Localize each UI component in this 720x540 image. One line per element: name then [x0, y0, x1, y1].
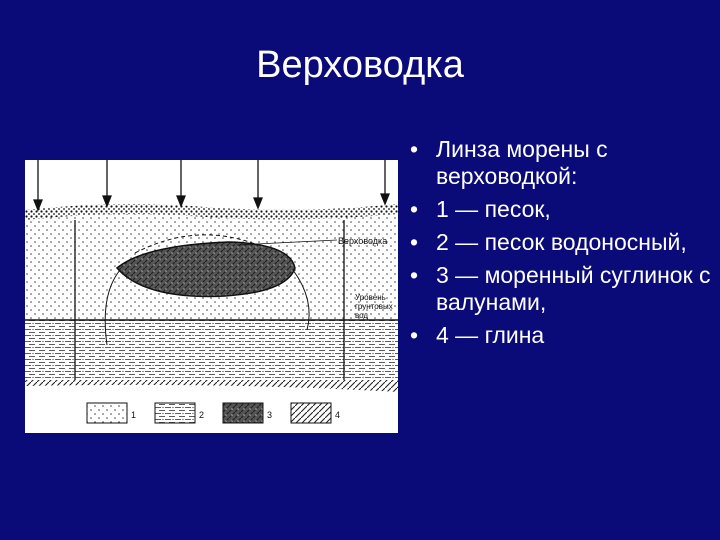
topsoil-layer	[25, 204, 398, 220]
slide-title: Верховодка	[256, 44, 464, 86]
label-groundwater-2: грунтовых	[355, 302, 393, 311]
legend: 1 2 3 4	[86, 402, 340, 424]
legend-label-4: 4	[335, 410, 340, 420]
legend-label-1: 1	[131, 410, 136, 420]
bullet-list: Линза морены с верховодкой: 1 — песок, 2…	[408, 136, 713, 355]
bullet-item: Линза морены с верховодкой:	[408, 136, 713, 190]
legend-label-3: 3	[267, 410, 272, 420]
legend-label-2: 2	[199, 410, 204, 420]
moraine-lens	[115, 241, 296, 298]
bullet-item: 3 — моренный суглинок с валунами,	[408, 262, 713, 316]
aquifer-layer	[25, 320, 398, 380]
bullet-item: 2 — песок водоносный,	[408, 229, 713, 256]
label-groundwater-1: Уровень	[355, 293, 386, 302]
clay-layer	[25, 380, 398, 392]
bullet-item: 1 — песок,	[408, 196, 713, 223]
bullet-item: 4 — глина	[408, 322, 713, 349]
perched-water-diagram: Верховодка Уровень грунтовых вод 1 2 3 4	[25, 160, 398, 433]
label-groundwater-3: вод	[355, 311, 368, 320]
label-perched-water: Верховодка	[338, 236, 387, 246]
